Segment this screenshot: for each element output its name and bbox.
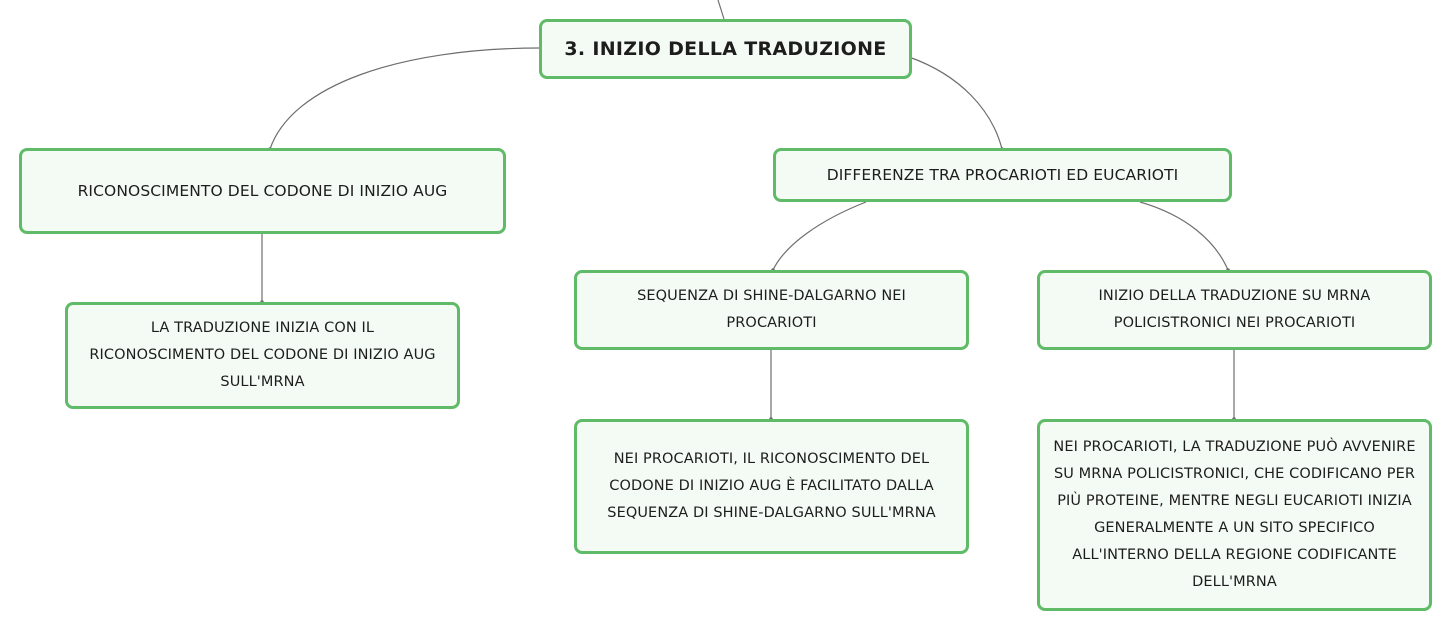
branch-node-codone-inizio-label: RICONOSCIMENTO DEL CODONE DI INIZIO AUG [77,181,448,200]
connector-root-to-right-branch [908,56,1003,150]
branch-node-differenze-label: DIFFERENZE TRA PROCARIOTI ED EUCARIOTI [826,165,1179,184]
connector-right-branch-to-sub-left [772,201,867,271]
sub-node-shine-dalgarno-label: SEQUENZA DI SHINE-DALGARNO NEI PROCARIOT… [637,288,906,331]
sub-node-policistronici-label: INIZIO DELLA TRADUZIONE SU MRNA POLICIST… [1098,288,1371,331]
branch-node-codone-inizio[interactable]: RICONOSCIMENTO DEL CODONE DI INIZIO AUG [19,148,506,234]
connector-right-branch-to-sub-right [1139,201,1229,271]
root-node-label: 3. INIZIO DELLA TRADUZIONE [564,37,887,60]
leaf-node-policistronici[interactable]: NEI PROCARIOTI, LA TRADUZIONE PUÒ AVVENI… [1037,419,1432,611]
root-node[interactable]: 3. INIZIO DELLA TRADUZIONE [539,19,912,79]
leaf-node-policistronici-label: NEI PROCARIOTI, LA TRADUZIONE PUÒ AVVENI… [1053,439,1416,590]
sub-node-shine-dalgarno[interactable]: SEQUENZA DI SHINE-DALGARNO NEI PROCARIOT… [574,270,969,350]
connector-parent-root [717,0,725,20]
leaf-node-shine-dalgarno[interactable]: NEI PROCARIOTI, IL RICONOSCIMENTO DEL CO… [574,419,969,554]
connector-root-to-left-branch [269,47,542,150]
sub-node-policistronici[interactable]: INIZIO DELLA TRADUZIONE SU MRNA POLICIST… [1037,270,1432,350]
leaf-node-shine-dalgarno-label: NEI PROCARIOTI, IL RICONOSCIMENTO DEL CO… [607,451,936,521]
leaf-node-traduzione-inizia-label: LA TRADUZIONE INIZIA CON IL RICONOSCIMEN… [89,320,436,390]
leaf-node-traduzione-inizia[interactable]: LA TRADUZIONE INIZIA CON IL RICONOSCIMEN… [65,302,460,409]
branch-node-differenze[interactable]: DIFFERENZE TRA PROCARIOTI ED EUCARIOTI [773,148,1232,202]
